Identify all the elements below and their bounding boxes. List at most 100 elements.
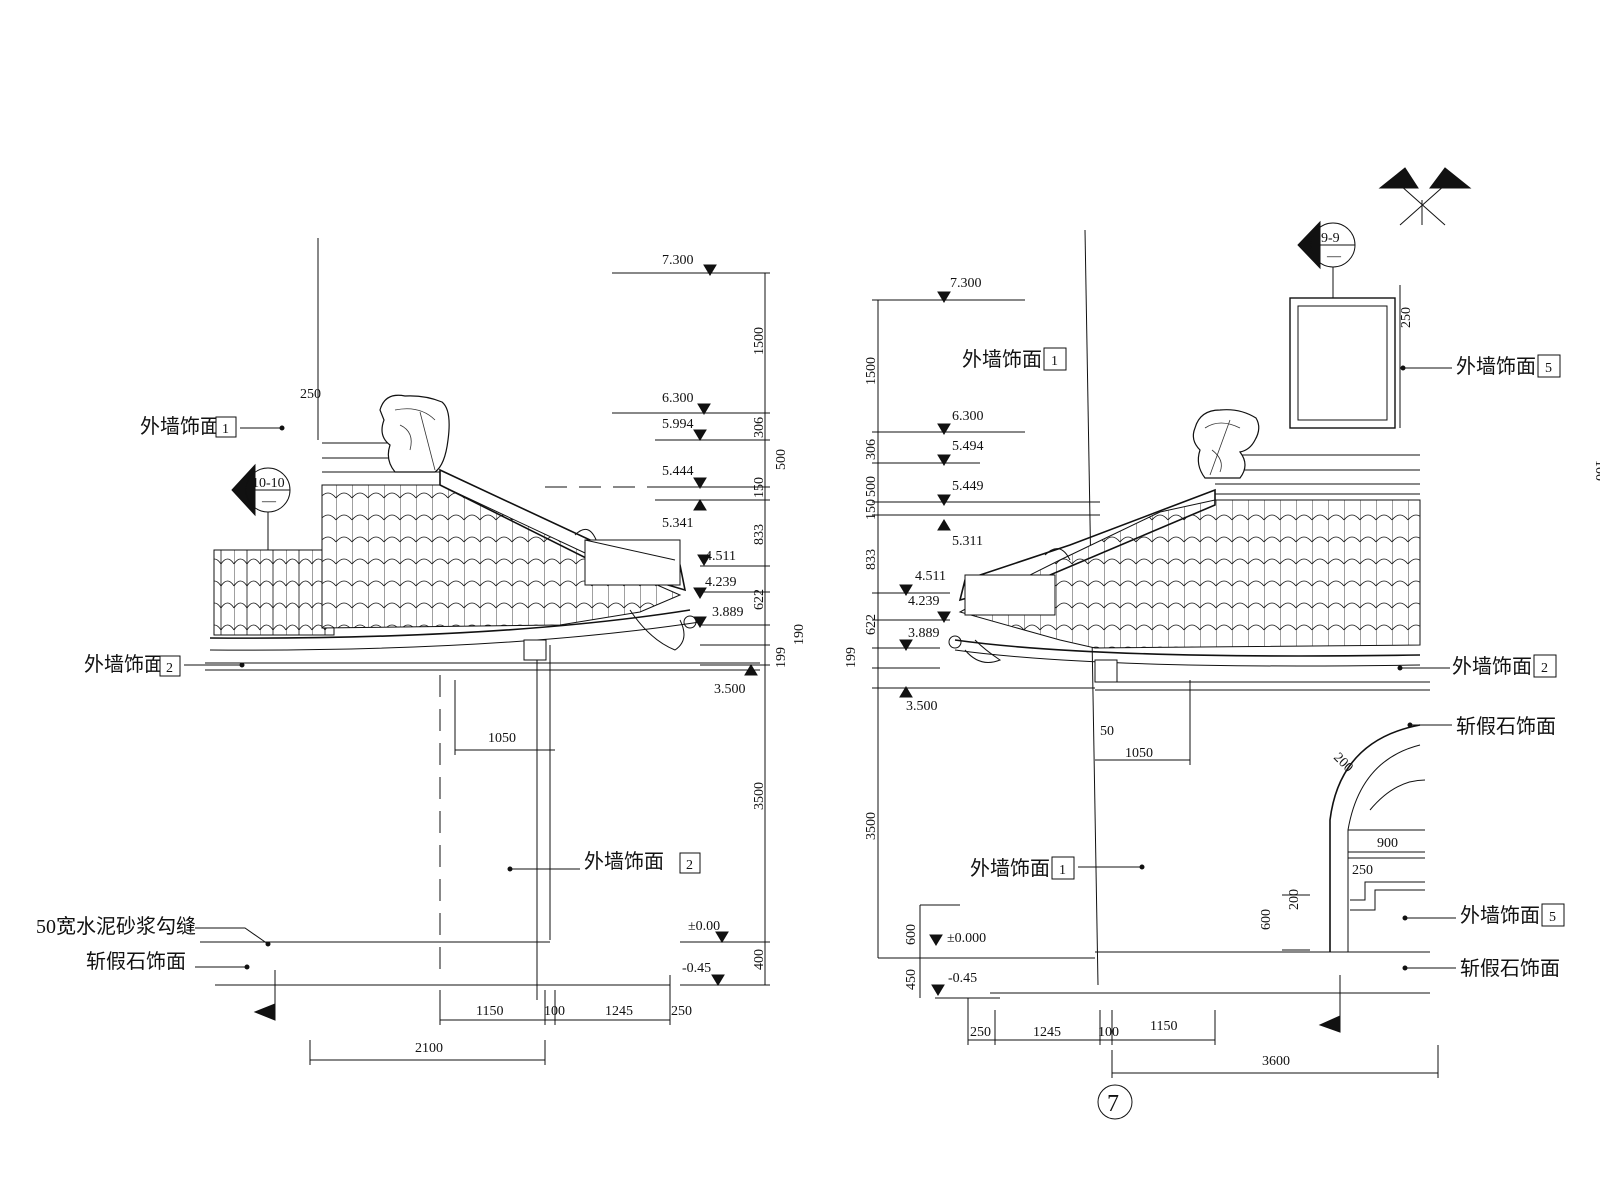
hdim-3600-right: 3600 (1262, 1054, 1290, 1069)
label-wall1-mid-right: 外墙饰面 (970, 857, 1050, 880)
vdim-306-right: 306 (864, 439, 879, 460)
vdim-833-left: 833 (752, 524, 767, 545)
hdim-250b-right: 250 (970, 1025, 991, 1040)
elev-minus045-right: -0.45 (948, 971, 977, 986)
section-9-9-label: 9-9 (1321, 231, 1340, 246)
ridge-beast-ornament-right (1192, 409, 1260, 479)
elev-5444-left: 5.444 (662, 464, 694, 479)
vdim-600-right: 600 (904, 924, 919, 945)
label-wall1-mid-num: 1 (1059, 863, 1066, 878)
elev-000-left: ±0.00 (688, 919, 720, 934)
north-arrow-marker (1378, 167, 1472, 226)
section-10-10-sub: — (261, 494, 277, 509)
vdim-622-left: 622 (752, 589, 767, 610)
elevation-markers-left (693, 264, 758, 986)
elev-5494-right: 5.494 (952, 439, 984, 454)
vdim-400-left: 400 (752, 949, 767, 970)
hdim-250-left: 250 (300, 387, 321, 402)
vdim-150-right: 150 (864, 499, 879, 520)
vdim-833-right: 833 (864, 549, 879, 570)
hdim-1245-left: 1245 (605, 1004, 633, 1019)
figure-number-circle (1097, 1084, 1133, 1120)
elev-6300-right: 6.300 (952, 409, 984, 424)
vdim-250-right: 250 (1399, 307, 1414, 328)
left-section-drawing: 7.300 6.300 5.994 5.444 5.341 4.511 4.23… (36, 238, 807, 1065)
vdim-199-left: 199 (774, 647, 789, 668)
window-frame (1289, 297, 1396, 429)
elev-3889-right: 3.889 (908, 626, 940, 641)
elev-3500-right: 3.500 (906, 699, 938, 714)
elev-4239-right: 4.239 (908, 594, 940, 609)
elevation-markers-right (899, 291, 951, 996)
elev-3500-left: 3.500 (714, 682, 746, 697)
hdim-100-left: 100 (544, 1004, 565, 1019)
elev-5341-left: 5.341 (662, 516, 694, 531)
arched-window (1329, 724, 1426, 952)
vdim-150-left: 150 (752, 477, 767, 498)
vdim-500-left: 500 (774, 449, 789, 470)
hdim-1245-right: 1245 (1033, 1025, 1061, 1040)
vdim-200-right: 200 (1287, 889, 1302, 910)
vdim-200-arch: 200 (1330, 750, 1355, 775)
label-wall1-top-right: 外墙饰面 (962, 348, 1042, 371)
vdim-600b-right: 600 (1259, 909, 1274, 930)
elev-4511-left: 4.511 (705, 549, 736, 564)
vdim-306-left: 306 (752, 417, 767, 438)
section-marker-10-10: 10-10 — (231, 463, 291, 550)
right-section-drawing: 9-9 — (844, 167, 1600, 1120)
label-wall2-right: 外墙饰面 (1452, 655, 1532, 678)
elev-minus045-left: -0.45 (682, 961, 711, 976)
vdim-500-right: 500 (864, 476, 879, 497)
hdim-2100-left: 2100 (415, 1041, 443, 1056)
elev-6300-left: 6.300 (662, 391, 694, 406)
ridge-beast-ornament (379, 394, 450, 473)
label-wall5-bot-num: 5 (1549, 910, 1556, 925)
label-wall2a-num-left: 2 (166, 661, 173, 676)
section-marker-9-9: 9-9 — (1297, 220, 1356, 298)
label-wall2b-left: 外墙饰面 (584, 850, 664, 873)
hdim-1150-left: 1150 (476, 1004, 503, 1019)
hdim-1050-right: 1050 (1125, 746, 1153, 761)
label-wall1-top-num: 1 (1051, 354, 1058, 369)
hdim-900-right: 900 (1377, 836, 1398, 851)
hdim-1050-left: 1050 (488, 731, 516, 746)
label-stone-bot-right: 斩假石饰面 (1460, 957, 1560, 980)
vdim-199-right: 199 (844, 647, 859, 668)
elev-3889-left: 3.889 (712, 605, 744, 620)
vdim-450-right: 450 (904, 969, 919, 990)
edge-text: 100 (1592, 460, 1600, 481)
vdim-3500-right: 3500 (864, 812, 879, 840)
label-wall1-num-left: 1 (222, 422, 229, 437)
label-wall5-bot-right: 外墙饰面 (1460, 904, 1540, 927)
section-10-10-label: 10-10 (252, 476, 285, 491)
elev-5449-right: 5.449 (952, 479, 984, 494)
vdim-190-left: 190 (792, 624, 807, 645)
label-wall2b-num-left: 2 (686, 858, 693, 873)
hdim-250-right: 250 (1352, 863, 1373, 878)
elev-5311-right: 5.311 (952, 534, 983, 549)
hdim-100-right: 100 (1098, 1025, 1119, 1040)
vdim-1500-right: 1500 (864, 357, 879, 385)
label-stone-left: 斩假石饰面 (86, 950, 186, 973)
elev-7300-right: 7.300 (950, 276, 982, 291)
elev-5994-left: 5.994 (662, 417, 694, 432)
elev-000-right: ±0.000 (947, 931, 986, 946)
label-stone-top-right: 斩假石饰面 (1456, 715, 1556, 738)
elev-4239-left: 4.239 (705, 575, 737, 590)
label-wall2-num-right: 2 (1541, 661, 1548, 676)
label-wall5-top-right: 外墙饰面 (1456, 355, 1536, 378)
vdim-622-right: 622 (864, 614, 879, 635)
label-wall2a-left: 外墙饰面 (84, 653, 164, 676)
hdim-1150-right: 1150 (1150, 1019, 1177, 1034)
figure-number: 7 (1107, 1091, 1119, 1117)
elev-7300-left: 7.300 (662, 253, 694, 268)
vdim-3500-left: 3500 (752, 782, 767, 810)
vdim-1500-left: 1500 (752, 327, 767, 355)
hdim-250b-left: 250 (671, 1004, 692, 1019)
elev-4511-right: 4.511 (915, 569, 946, 584)
hdim-50-right: 50 (1100, 724, 1114, 739)
label-wall1-left: 外墙饰面 (140, 415, 220, 438)
label-wall5-top-num: 5 (1545, 361, 1552, 376)
label-mortar-joint: 50宽水泥砂浆勾缝 (36, 915, 196, 938)
